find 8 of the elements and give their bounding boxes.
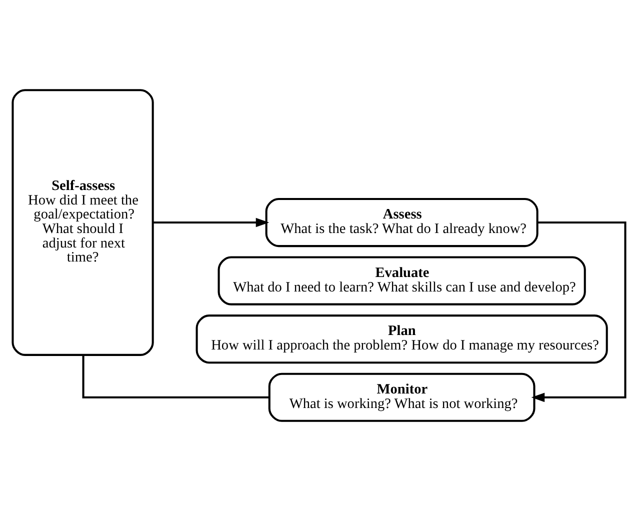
node-box: Assess What is the task? What do I already know? bbox=[265, 198, 538, 248]
connector bbox=[82, 355, 270, 398]
node-box: Self-assess How did I meet the goal/expectation? What should I adjust for next time? bbox=[12, 89, 154, 356]
arrow bbox=[531, 222, 626, 402]
node-box: Plan How will I approach the problem? How do I manage my resources? bbox=[196, 314, 608, 364]
node-box: Evaluate What do I need to learn? What skills can I use and develop? bbox=[218, 256, 586, 306]
arrow bbox=[153, 218, 270, 228]
node-box: Monitor What is working? What is not working? bbox=[268, 372, 536, 422]
